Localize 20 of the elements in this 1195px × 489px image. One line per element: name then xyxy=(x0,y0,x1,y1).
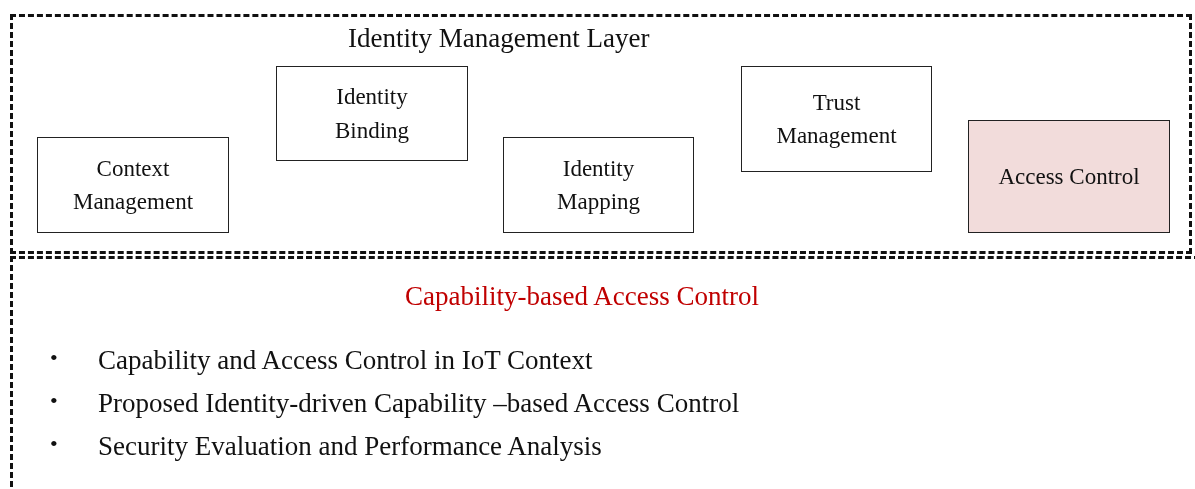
box-label: Identity Mapping xyxy=(555,154,642,216)
bullet-mark: • xyxy=(50,387,58,415)
component-box xyxy=(741,66,932,172)
bullet-item: Proposed Identity-driven Capability –based Access Control xyxy=(98,387,740,420)
bullet-item: Security Evaluation and Performance Analysis xyxy=(98,430,603,463)
box-label: Context Management xyxy=(71,154,195,216)
component-box xyxy=(968,120,1170,233)
bullet-mark: • xyxy=(50,430,58,458)
component-box xyxy=(503,137,694,233)
bullet-item: Capability and Access Control in IoT Context xyxy=(98,344,594,377)
component-box xyxy=(276,66,468,161)
layer-title: Identity Management Layer xyxy=(348,23,650,54)
component-box xyxy=(37,137,229,233)
box-label: Access Control xyxy=(997,162,1141,191)
layer-panel xyxy=(10,14,1192,254)
section-panel xyxy=(10,256,1195,489)
box-label: Identity Binding xyxy=(333,83,411,145)
section-heading: Capability-based Access Control xyxy=(405,281,759,312)
box-label: Trust Management xyxy=(775,88,898,150)
bullet-mark: • xyxy=(50,344,58,372)
